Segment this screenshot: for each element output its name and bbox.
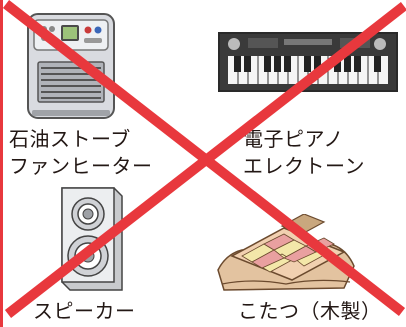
- heater-label-line1: 石油ストーブ: [9, 127, 131, 151]
- speaker-label: スピーカー: [33, 299, 136, 323]
- piano-label-line2: エレクトーン: [243, 154, 365, 178]
- kotatsu-label: こたつ（木製）: [238, 299, 382, 323]
- heater-label-line2: ファンヒーター: [9, 154, 153, 178]
- speaker-icon: [61, 187, 123, 291]
- left-border: [0, 0, 3, 327]
- kotatsu-icon: [217, 214, 355, 291]
- kerosene-heater-icon: [27, 13, 115, 119]
- electronic-keyboard-icon: [218, 32, 398, 92]
- piano-label-line1: 電子ピアノ: [243, 127, 344, 151]
